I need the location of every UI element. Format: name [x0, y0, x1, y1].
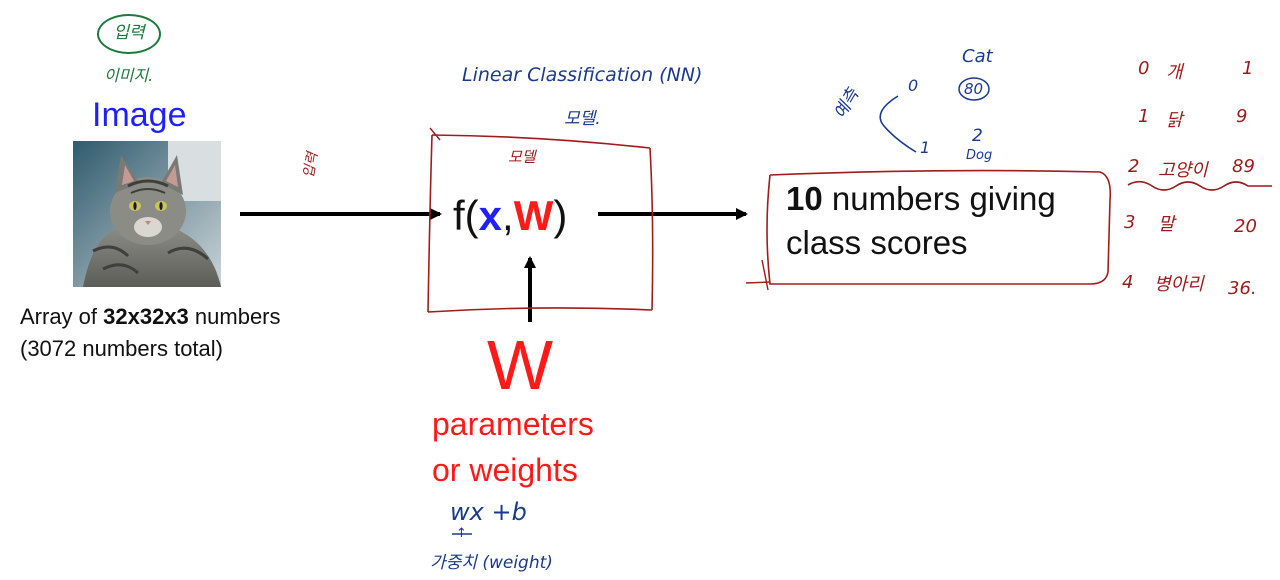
hand-formula: wx +b	[450, 498, 527, 526]
dog-label: Dog	[966, 148, 993, 163]
weight-hand-note: 가중치 (weight)	[430, 553, 553, 573]
caption-prefix: Array of	[20, 304, 104, 329]
class-name: 말	[1158, 214, 1175, 235]
class-index: 2	[1128, 156, 1140, 177]
class-score: 89	[1232, 156, 1255, 177]
pred-two: 2	[972, 126, 983, 146]
class-index: 0	[1138, 58, 1150, 79]
class-index: 4	[1122, 272, 1134, 293]
class-score: 20	[1234, 216, 1257, 237]
hand-underline-arrow: ↑	[456, 526, 467, 541]
circled-input-note: 입력	[97, 14, 161, 54]
function-expression: f(x,W)	[453, 192, 567, 240]
class-index: 1	[1138, 106, 1150, 127]
class-score: 9	[1236, 106, 1248, 127]
image-title: Image	[92, 96, 187, 134]
class-index: 3	[1124, 212, 1136, 233]
f-close: )	[553, 192, 568, 239]
output-text-line2: class scores	[786, 224, 968, 261]
linear-classification-note: Linear Classification (NN)	[462, 64, 703, 86]
pred-zero: 0	[908, 76, 919, 95]
cat-score-circle	[958, 77, 990, 101]
w-variable: W	[513, 192, 554, 239]
output-count: 10	[786, 180, 823, 217]
prediction-brace	[879, 95, 917, 153]
table-separator	[1127, 180, 1272, 191]
model-box	[427, 134, 654, 313]
class-score: 36.	[1228, 278, 1257, 299]
box-model-note: 모델	[508, 148, 536, 166]
output-box	[766, 169, 1112, 285]
class-name: 개	[1166, 62, 1183, 83]
caption-bold-dims: 32x32x3	[103, 304, 189, 329]
weights-label-line1: parameters	[432, 406, 594, 442]
output-text-line1: 10 numbers giving	[786, 180, 1056, 218]
image-caption: Array of 32x32x3 numbers	[20, 302, 281, 332]
cat-label: Cat	[962, 46, 993, 67]
model-note: 모델.	[564, 109, 601, 129]
cat-score: 80	[964, 80, 984, 98]
weights-label-line2: or weights	[432, 452, 578, 488]
image-note: 이미지.	[104, 66, 154, 85]
table-row: 0	[1138, 58, 1149, 79]
output-text-suffix: numbers giving	[822, 180, 1056, 217]
cat-image	[73, 141, 221, 287]
big-w: W	[487, 326, 554, 404]
class-name: 병아리	[1154, 274, 1204, 295]
class-score: 1	[1242, 58, 1254, 79]
image-caption-line2: (3072 numbers total)	[20, 336, 223, 361]
comma: ,	[502, 192, 514, 239]
pred-one: 1	[920, 138, 931, 157]
caption-suffix: numbers	[188, 304, 281, 329]
class-name: 고양이	[1158, 160, 1208, 181]
f-open: f(	[453, 192, 479, 239]
class-name: 닭	[1166, 110, 1183, 131]
x-variable: x	[478, 192, 503, 239]
